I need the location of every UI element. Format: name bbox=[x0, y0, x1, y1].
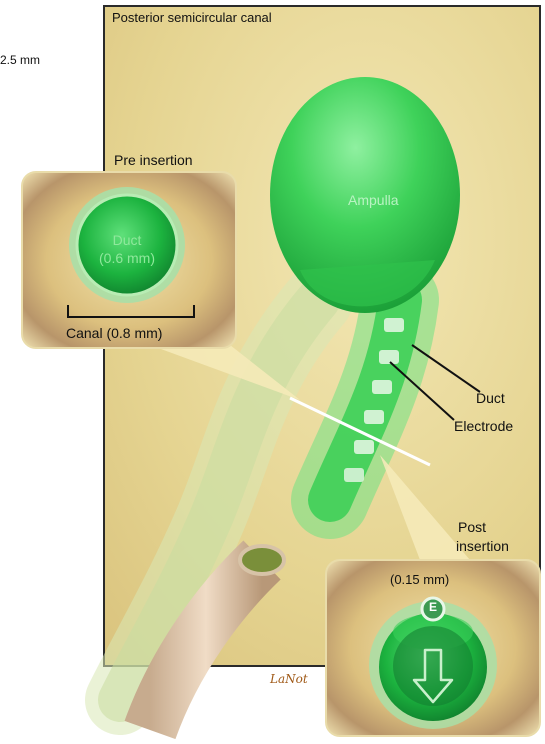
canal-inset-label: Canal (0.8 mm) bbox=[66, 325, 162, 341]
post-insertion-label-2: insertion bbox=[456, 538, 509, 554]
ampulla-label: Ampulla bbox=[348, 192, 399, 208]
post-insertion-label: Post bbox=[458, 519, 486, 535]
diagram-title: Posterior semicircular canal bbox=[112, 10, 272, 25]
tube-opening bbox=[240, 546, 284, 574]
post-size-label: (0.15 mm) bbox=[390, 572, 449, 587]
pre-insertion-label: Pre insertion bbox=[114, 152, 193, 168]
electrode-label: Electrode bbox=[454, 418, 513, 434]
duct-inset-size-label: (0.6 mm) bbox=[89, 250, 165, 266]
scale-label: 2.5 mm bbox=[0, 53, 40, 67]
artist-signature: LaNot bbox=[270, 672, 308, 686]
electrode-marker-label: E bbox=[424, 600, 442, 614]
duct-label: Duct bbox=[476, 390, 505, 406]
duct-inset-label: Duct bbox=[99, 232, 155, 248]
